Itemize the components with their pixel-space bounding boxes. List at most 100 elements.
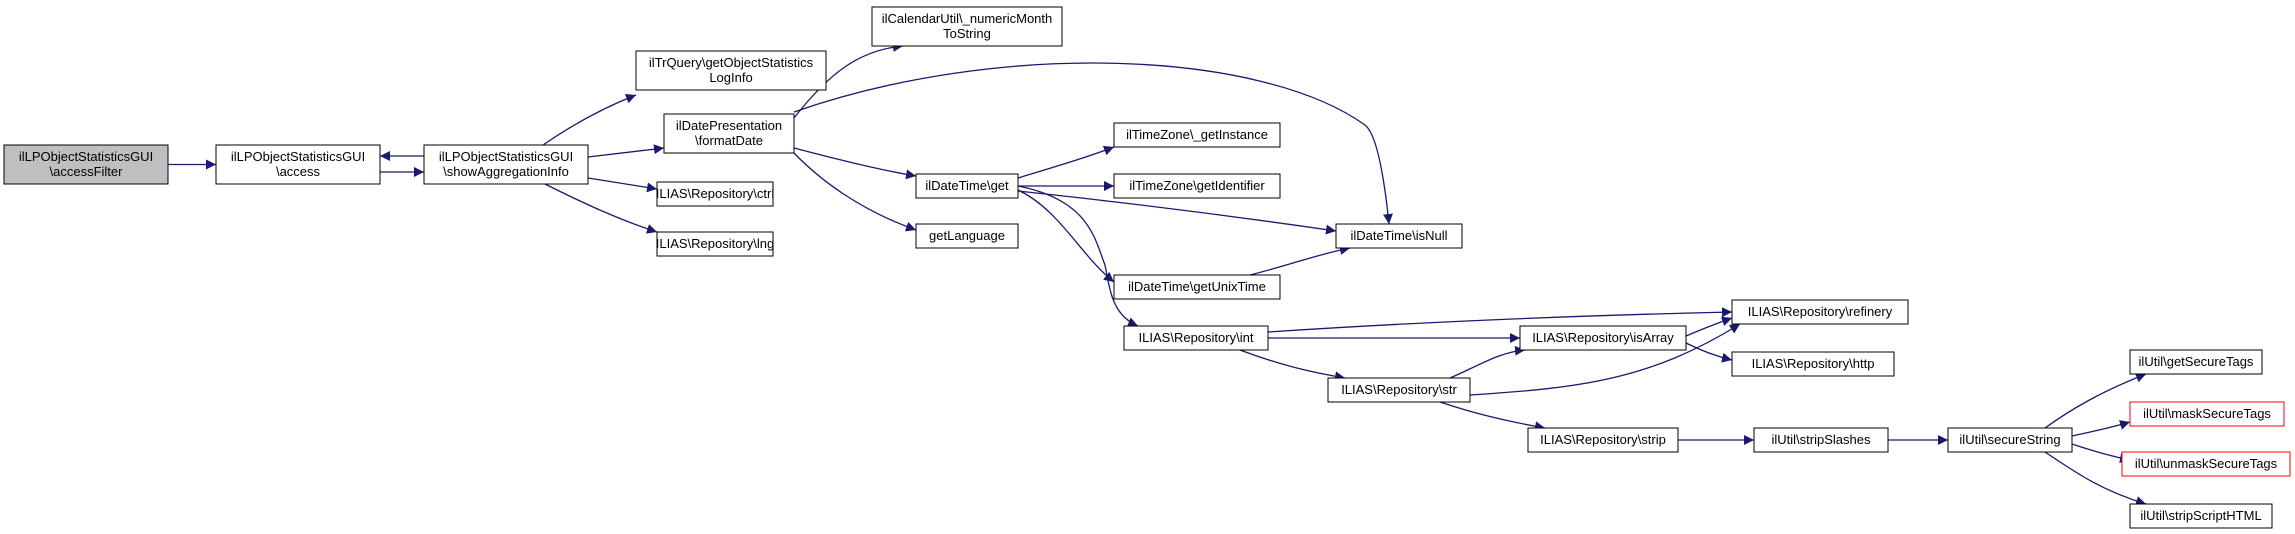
- edge-n8-to-n14: [1017, 185, 1139, 327]
- node-repository-str[interactable]: ILIAS\Repository\str: [1327, 377, 1471, 403]
- node-util-stripscripthtml[interactable]: ilUtil\stripScriptHTML: [2129, 503, 2273, 529]
- node-label-line: ILIAS\Repository\strip: [1540, 432, 1666, 447]
- node-datetime-isnull[interactable]: ilDateTime\isNull: [1335, 223, 1463, 249]
- node-box: [1731, 351, 1895, 377]
- edge-n8-to-n10: [1017, 145, 1115, 179]
- node-label-line: \showAggregationInfo: [443, 164, 569, 179]
- node-formatdate[interactable]: ilDatePresentation\formatDate: [663, 113, 795, 154]
- node-showaggregationinfo[interactable]: ilLPObjectStatisticsGUI\showAggregationI…: [423, 144, 589, 185]
- node-box: [1947, 427, 2073, 453]
- node-box: [2129, 503, 2273, 529]
- node-label-line: ILIAS\Repository\lng: [656, 236, 775, 251]
- node-label-line: ilUtil\stripScriptHTML: [2140, 508, 2261, 523]
- node-label-line: ilLPObjectStatisticsGUI: [19, 149, 153, 164]
- node-box: [1113, 122, 1281, 148]
- edge-n21-to-n24: [2071, 443, 2131, 463]
- node-box: [915, 173, 1019, 199]
- node-label-line: ILIAS\Repository\isArray: [1532, 330, 1674, 345]
- node-label-line: ilTimeZone\_getInstance: [1126, 127, 1268, 142]
- node-label-line: ILIAS\Repository\ctrl: [656, 186, 775, 201]
- node-repository-ctrl[interactable]: ILIAS\Repository\ctrl: [656, 181, 775, 207]
- edge-n4-to-n9: [793, 152, 917, 232]
- node-label-line: \accessFilter: [50, 164, 124, 179]
- node-util-unmasksecuretags[interactable]: ilUtil\unmaskSecureTags: [2121, 451, 2291, 477]
- node-repository-isarray[interactable]: ILIAS\Repository\isArray: [1519, 325, 1687, 351]
- node-util-getsecuretags[interactable]: ilUtil\getSecureTags: [2129, 349, 2263, 375]
- node-label-line: \formatDate: [695, 133, 763, 148]
- node-label-line: ilLPObjectStatisticsGUI: [439, 149, 573, 164]
- node-label-line: ilUtil\stripSlashes: [1772, 432, 1871, 447]
- edge-n16-to-n15: [1685, 316, 1733, 337]
- node-repository-lng[interactable]: ILIAS\Repository\lng: [656, 231, 775, 257]
- edge-n14-to-n18: [1239, 349, 1346, 382]
- node-box: [663, 113, 795, 154]
- edge-n8-to-n13: [1017, 189, 1115, 283]
- node-repository-int[interactable]: ILIAS\Repository\int: [1123, 325, 1269, 351]
- node-label-line: ILIAS\Repository\refinery: [1748, 304, 1893, 319]
- edge-n21-to-n25: [2044, 451, 2147, 506]
- edge-n2-to-n6: [544, 183, 658, 234]
- node-box: [1519, 325, 1687, 351]
- node-accessfilter[interactable]: ilLPObjectStatisticsGUI\accessFilter: [3, 144, 169, 185]
- node-box: [3, 144, 169, 185]
- edge-n8-to-n12: [1017, 190, 1337, 235]
- node-label-line: ilLPObjectStatisticsGUI: [231, 149, 365, 164]
- node-util-securestring[interactable]: ilUtil\secureString: [1947, 427, 2073, 453]
- nodes-layer: ilLPObjectStatisticsGUI\accessFilterilLP…: [3, 6, 2291, 529]
- node-box: [215, 144, 381, 185]
- node-box: [1123, 325, 1269, 351]
- edge-n13-to-n12: [1249, 245, 1351, 276]
- edge-n4-to-n7: [793, 41, 904, 119]
- node-util-masksecuretags[interactable]: ilUtil\maskSecureTags: [2129, 401, 2285, 427]
- node-label-line: ToString: [943, 26, 991, 41]
- node-datetime-get[interactable]: ilDateTime\get: [915, 173, 1019, 199]
- edge-n2-to-n3: [542, 93, 637, 146]
- node-timezone-getidentifier[interactable]: ilTimeZone\getIdentifier: [1113, 173, 1281, 199]
- node-label-line: getLanguage: [929, 228, 1005, 243]
- edges-layer: [168, 41, 2147, 506]
- node-box: [1113, 274, 1281, 300]
- node-timezone-getinstance[interactable]: ilTimeZone\_getInstance: [1113, 122, 1281, 148]
- node-label-line: ilTimeZone\getIdentifier: [1129, 178, 1265, 193]
- node-repository-http[interactable]: ILIAS\Repository\http: [1731, 351, 1895, 377]
- node-access[interactable]: ilLPObjectStatisticsGUI\access: [215, 144, 381, 185]
- node-label-line: ilCalendarUtil\_numericMonth: [882, 11, 1053, 26]
- node-repository-strip[interactable]: ILIAS\Repository\strip: [1527, 427, 1679, 453]
- node-label-line: \access: [276, 164, 321, 179]
- edge-n18-to-n19: [1439, 401, 1546, 432]
- edge-n4-to-n12: [793, 62, 1393, 225]
- node-box: [1527, 427, 1679, 453]
- node-box: [2129, 349, 2263, 375]
- node-util-stripslashes[interactable]: ilUtil\stripSlashes: [1753, 427, 1889, 453]
- node-label-line: ilTrQuery\getObjectStatistics: [649, 55, 814, 70]
- node-box: [871, 6, 1063, 47]
- node-repository-refinery[interactable]: ILIAS\Repository\refinery: [1731, 299, 1909, 325]
- node-box: [1327, 377, 1471, 403]
- edge-n21-to-n23: [2071, 420, 2131, 437]
- node-label-line: ilUtil\secureString: [1959, 432, 2060, 447]
- node-label-line: ILIAS\Repository\str: [1341, 382, 1457, 397]
- node-label-line: ilDateTime\get: [925, 178, 1009, 193]
- edge-n16-to-n17: [1685, 342, 1733, 363]
- edge-n4-to-n8: [793, 147, 917, 180]
- node-datetime-getunixtime[interactable]: ilDateTime\getUnixTime: [1113, 274, 1281, 300]
- node-box: [423, 144, 589, 185]
- node-box: [1335, 223, 1463, 249]
- node-box: [1731, 299, 1909, 325]
- node-label-line: ilDatePresentation: [676, 118, 782, 133]
- node-box: [656, 231, 774, 257]
- node-box: [635, 50, 827, 91]
- node-box: [2129, 401, 2285, 427]
- edge-n14-to-n15: [1267, 307, 1733, 333]
- node-box: [915, 223, 1019, 249]
- node-label-line: ILIAS\Repository\int: [1139, 330, 1254, 345]
- node-box: [656, 181, 774, 207]
- node-box: [2121, 451, 2291, 477]
- node-box: [1753, 427, 1889, 453]
- node-getlanguage[interactable]: getLanguage: [915, 223, 1019, 249]
- node-label-line: ilUtil\getSecureTags: [2139, 354, 2254, 369]
- edge-n2-to-n5: [587, 177, 658, 193]
- node-label-line: LogInfo: [709, 70, 752, 85]
